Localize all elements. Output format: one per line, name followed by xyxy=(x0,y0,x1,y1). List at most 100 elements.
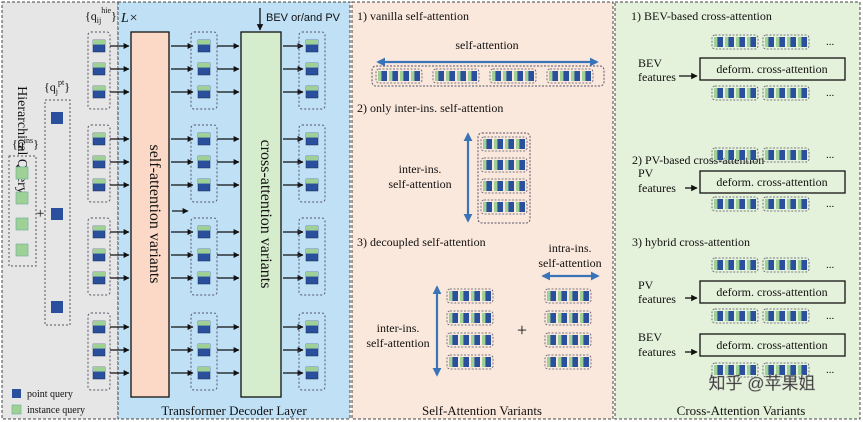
query-token xyxy=(460,335,469,345)
point-query xyxy=(51,208,63,220)
point-query xyxy=(51,112,63,124)
query-token xyxy=(549,71,558,81)
query-token xyxy=(776,88,785,98)
token-instance-stripe xyxy=(93,249,105,254)
token-instance-stripe xyxy=(460,291,464,301)
q-hie-label: {qijhie} xyxy=(85,6,117,25)
query-token xyxy=(503,71,512,81)
token-instance-stripe xyxy=(483,202,487,212)
legend-point-label: point query xyxy=(27,389,73,400)
token-point xyxy=(580,357,589,367)
s3-intra-label-line2: self-attention xyxy=(538,256,601,270)
output-query-group xyxy=(298,31,326,110)
token-instance-stripe xyxy=(725,260,729,270)
token-point xyxy=(471,335,480,345)
query-token xyxy=(92,178,106,192)
cross-row-ellipsis: ... xyxy=(826,259,835,271)
cross-attention-block xyxy=(240,31,282,398)
token-point xyxy=(776,365,785,375)
query-token xyxy=(494,202,503,212)
token-instance-stripe xyxy=(457,71,461,81)
cross-attention-query-rows: ..................... xyxy=(711,34,835,378)
token-instance-stripe xyxy=(747,365,751,375)
token-instance-stripe xyxy=(198,367,210,372)
query-token xyxy=(582,71,591,81)
token-instance-stripe xyxy=(198,344,210,349)
query-group xyxy=(711,308,759,324)
query-group xyxy=(544,288,592,304)
token-instance-stripe xyxy=(471,335,475,345)
token-point xyxy=(558,357,567,367)
token-instance-stripe xyxy=(765,150,769,160)
query-token xyxy=(747,311,756,321)
token-instance-stripe xyxy=(93,63,105,68)
cross-query-row: ... xyxy=(711,85,835,101)
token-point xyxy=(798,199,807,209)
query-token xyxy=(765,88,774,98)
token-instance-stripe xyxy=(736,365,740,375)
query-group xyxy=(480,157,528,173)
token-point xyxy=(505,202,514,212)
c1-features-label: features xyxy=(638,70,676,84)
query-token xyxy=(714,150,723,160)
query-group-border xyxy=(432,68,480,84)
c3-bev-features-label: features xyxy=(638,345,676,359)
token-point xyxy=(449,335,458,345)
query-group-border xyxy=(480,157,528,173)
query-token xyxy=(798,365,807,375)
token-instance-stripe xyxy=(482,313,486,323)
query-token xyxy=(197,62,211,76)
token-point xyxy=(798,365,807,375)
c1-title: 1) BEV-based cross-attention xyxy=(631,9,772,23)
token-instance-stripe xyxy=(471,357,475,367)
query-group-border xyxy=(375,68,423,84)
query-token xyxy=(92,320,106,334)
token-point xyxy=(714,37,723,47)
token-point xyxy=(736,199,745,209)
token-instance-stripe xyxy=(514,71,518,81)
query-group xyxy=(762,308,810,324)
query-token xyxy=(787,37,796,47)
token-instance-stripe xyxy=(765,88,769,98)
query-group xyxy=(711,85,759,101)
token-instance-stripe xyxy=(378,71,382,81)
query-token xyxy=(505,139,514,149)
query-token xyxy=(305,155,319,169)
token-instance-stripe xyxy=(580,335,584,345)
token-instance-stripe xyxy=(306,156,318,161)
token-instance-stripe xyxy=(93,86,105,91)
query-group xyxy=(446,288,494,304)
c2-deform-box xyxy=(699,170,846,194)
token-point xyxy=(483,139,492,149)
token-instance-stripe xyxy=(549,71,553,81)
watermark: 知乎 @苹果姐 xyxy=(709,374,816,393)
token-instance-stripe xyxy=(460,335,464,345)
query-token xyxy=(514,71,523,81)
query-token xyxy=(92,155,106,169)
query-token xyxy=(580,291,589,301)
token-point xyxy=(446,71,455,81)
query-group xyxy=(544,354,592,370)
query-token xyxy=(92,366,106,380)
c1-deform-label: deform. cross-attention xyxy=(716,62,827,76)
query-token xyxy=(776,260,785,270)
token-instance-stripe xyxy=(505,160,509,170)
query-token xyxy=(197,248,211,262)
query-group-border xyxy=(446,332,494,348)
token-instance-stripe xyxy=(580,357,584,367)
token-point xyxy=(460,291,469,301)
token-point xyxy=(482,357,491,367)
token-instance-stripe xyxy=(580,291,584,301)
s2-stack-border xyxy=(477,132,531,224)
self-attention-caption: Self-Attention Variants xyxy=(422,403,542,418)
token-instance-stripe xyxy=(787,150,791,160)
query-token xyxy=(305,343,319,357)
query-token xyxy=(471,313,480,323)
query-group-border xyxy=(480,178,528,194)
token-point xyxy=(492,71,501,81)
token-point xyxy=(787,260,796,270)
query-token xyxy=(736,199,745,209)
s3-inter-label-line1: inter-ins. xyxy=(377,321,420,335)
bev-input-label: BEV or/and PV xyxy=(266,12,341,24)
token-point xyxy=(558,335,567,345)
